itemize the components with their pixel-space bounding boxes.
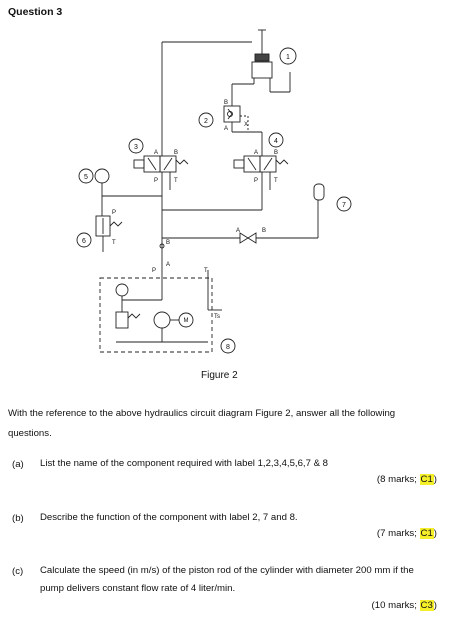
callout-6: 6 bbox=[82, 238, 86, 245]
callout-1: 1 bbox=[286, 54, 290, 61]
part-b-marks: (7 marks; C1) bbox=[376, 528, 437, 539]
part-b-code: C1 bbox=[419, 528, 434, 539]
part-a-marks: (8 marks; C1) bbox=[376, 474, 437, 485]
pump-symbol bbox=[153, 311, 171, 329]
hydraulic-circuit-diagram: 1 2 3 4 5 6 7 8 B A X A B P T A B P T P … bbox=[76, 29, 352, 354]
figure-caption: Figure 2 bbox=[201, 370, 238, 381]
motor-label: M bbox=[184, 318, 189, 324]
part-c-label: (c) bbox=[12, 566, 24, 577]
relief-valve-symbol bbox=[95, 215, 123, 252]
directional-valve-4-symbol bbox=[233, 155, 289, 173]
pressure-switch-symbol bbox=[313, 183, 325, 201]
port-label-b4: B bbox=[274, 150, 278, 156]
callout-7: 7 bbox=[342, 202, 346, 209]
cylinder-symbol bbox=[251, 29, 273, 84]
port-label-p3: P bbox=[154, 178, 158, 184]
callout-5: 5 bbox=[84, 174, 88, 181]
port-label-x: X bbox=[244, 122, 248, 128]
callout-2: 2 bbox=[204, 118, 208, 125]
callout-3: 3 bbox=[134, 144, 138, 151]
power-unit-boundary bbox=[99, 277, 213, 353]
port-label-p-pu: P bbox=[152, 268, 156, 274]
directional-valve-3-symbol bbox=[133, 155, 189, 173]
port-label-p4: P bbox=[254, 178, 258, 184]
port-label-b-mid: B bbox=[166, 240, 170, 246]
part-c-text: Calculate the speed (in m/s) of the pist… bbox=[40, 565, 414, 594]
port-label-a-valve: A bbox=[236, 228, 240, 234]
part-c-code: C3 bbox=[419, 600, 434, 611]
port-label-t4: T bbox=[274, 178, 278, 184]
question-intro: With the reference to the above hydrauli… bbox=[8, 408, 396, 439]
port-label-a4: A bbox=[254, 150, 258, 156]
port-label-b-valve: B bbox=[262, 228, 266, 234]
port-label-t3: T bbox=[174, 178, 178, 184]
port-label-p6: P bbox=[112, 210, 116, 216]
part-a-text: List the name of the component required … bbox=[40, 458, 328, 469]
port-label-a3: A bbox=[154, 150, 158, 156]
question-title: Question 3 bbox=[8, 6, 63, 18]
port-label-t-pu: T bbox=[204, 268, 208, 274]
pressure-gauge-symbol bbox=[94, 168, 110, 184]
port-label-b3: B bbox=[174, 150, 178, 156]
callout-4: 4 bbox=[274, 138, 278, 145]
port-label-b-top: B bbox=[224, 100, 228, 106]
part-a-code: C1 bbox=[419, 474, 434, 485]
part-a-label: (a) bbox=[12, 459, 24, 470]
port-label-ts: Ts bbox=[214, 314, 220, 320]
port-label-t6: T bbox=[112, 240, 116, 246]
part-c-marks: (10 marks; C3) bbox=[371, 600, 437, 611]
part-b-text: Describe the function of the component w… bbox=[40, 512, 298, 523]
part-b-label: (b) bbox=[12, 513, 24, 524]
callout-8: 8 bbox=[226, 344, 230, 351]
port-label-a-top: A bbox=[224, 126, 228, 132]
port-label-a-mid: A bbox=[166, 262, 170, 268]
